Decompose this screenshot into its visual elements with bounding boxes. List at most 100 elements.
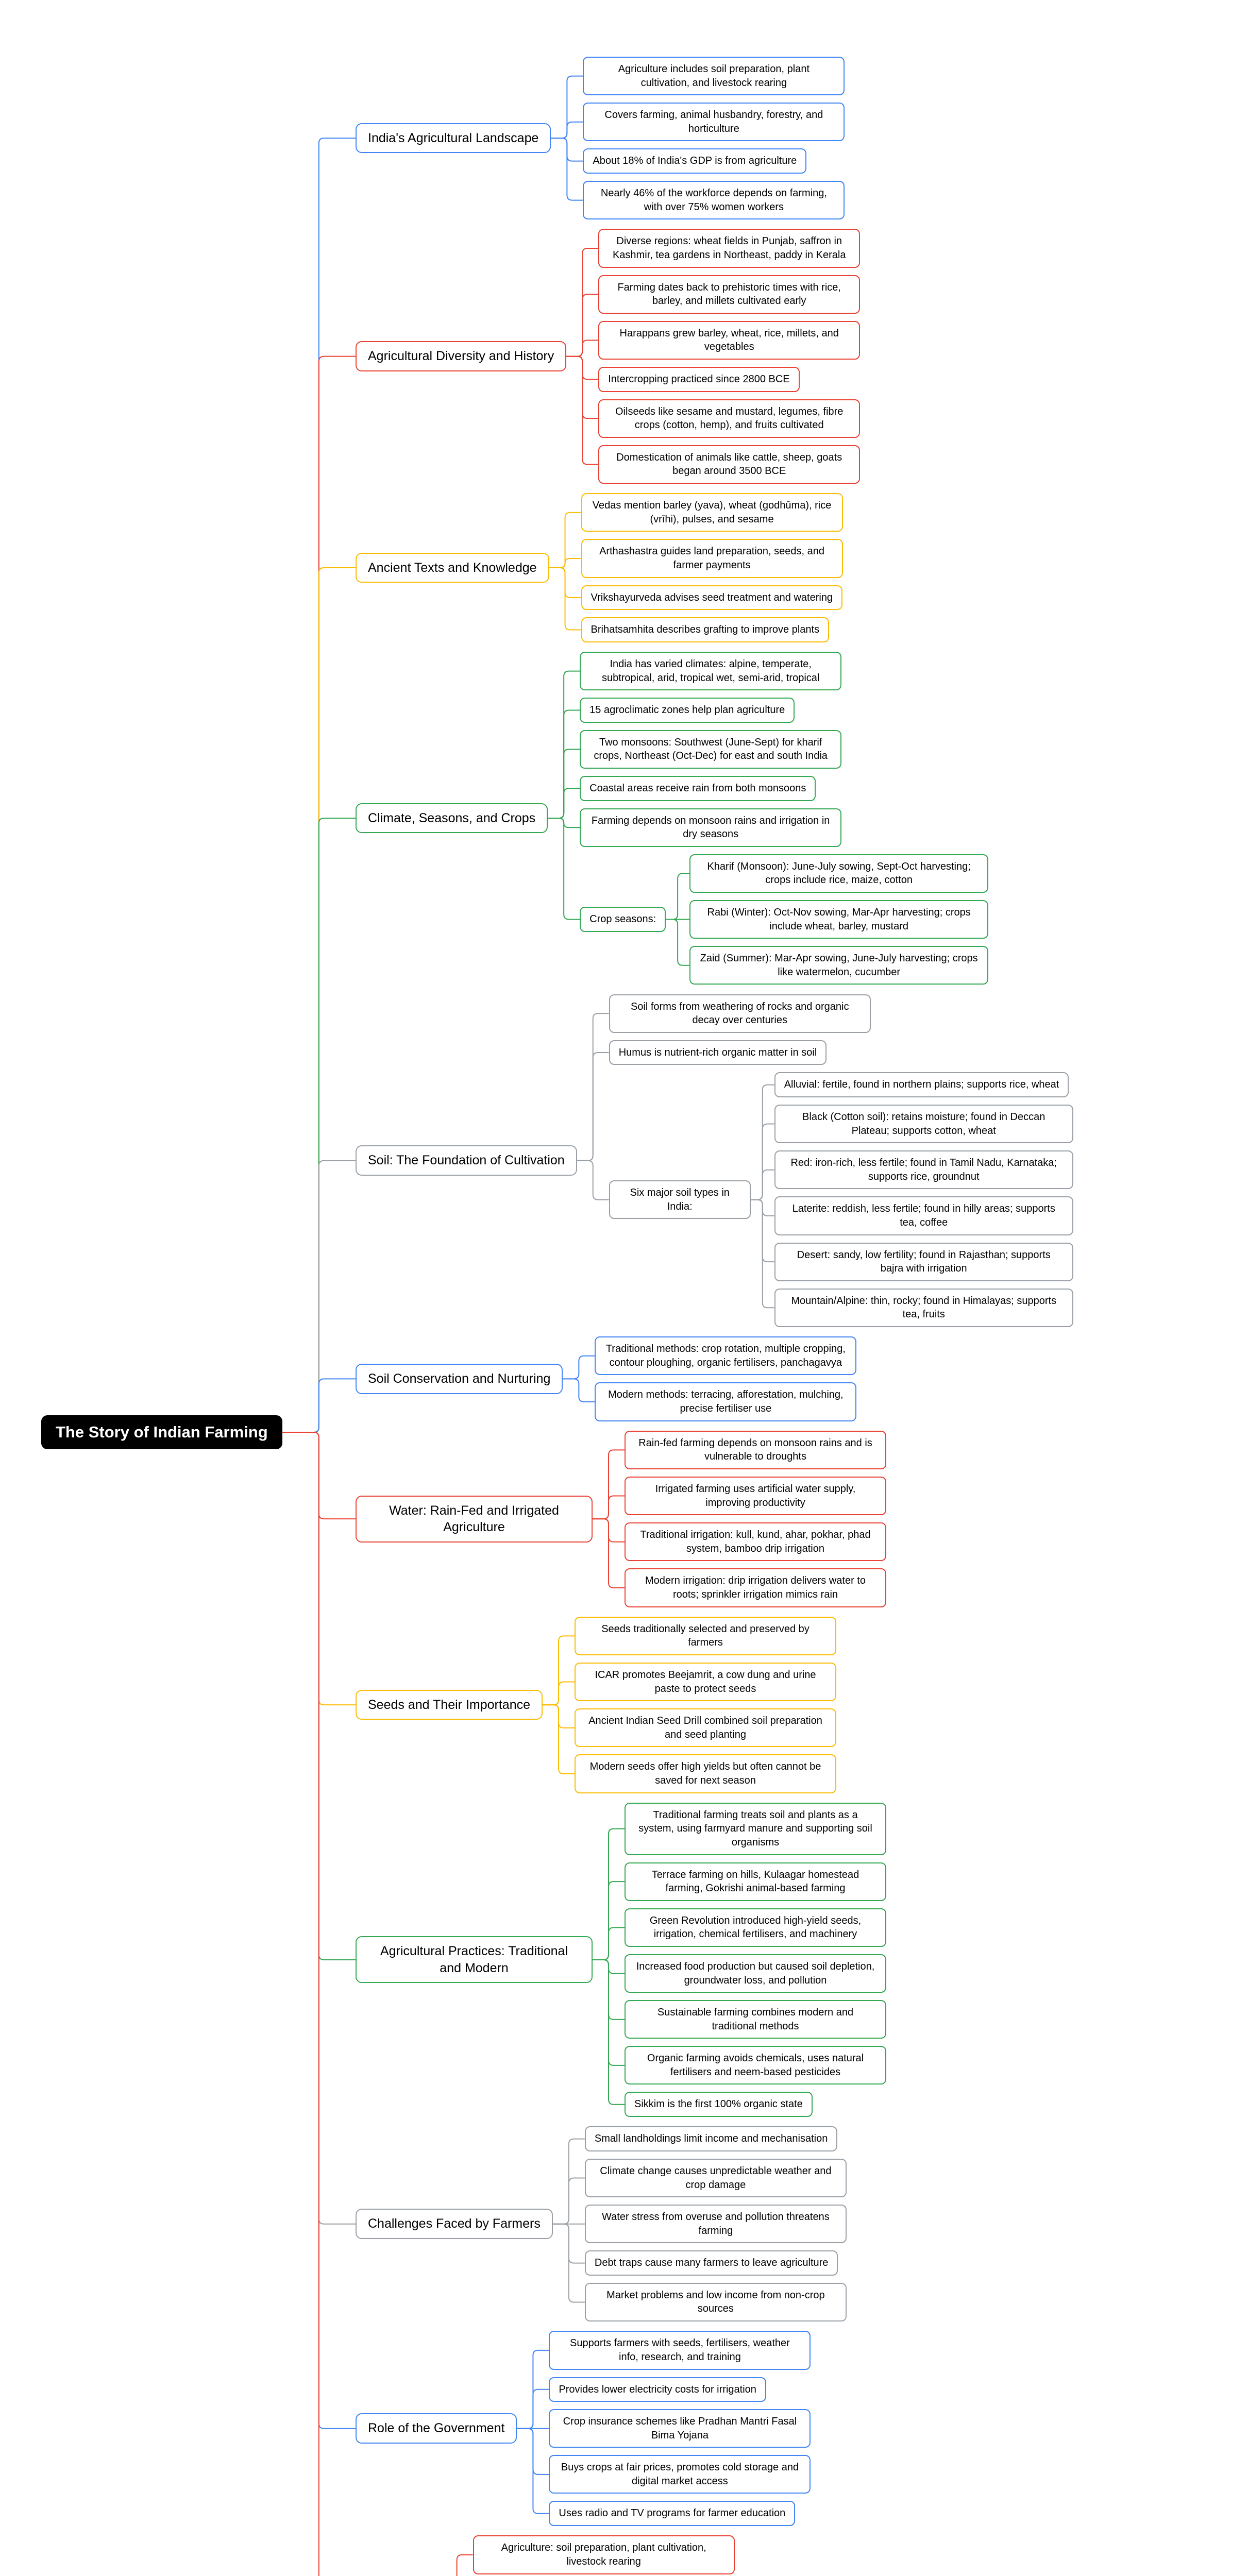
node-brihatsamhita-describes-grafting-to-improve-plan: Brihatsamhita describes grafting to impr… — [581, 617, 830, 642]
node-coastal-areas-receive-rain-from-both-monsoons: Coastal areas receive rain from both mon… — [580, 775, 816, 801]
node-zaid-summer-mar-apr-sowing-june-july-harvesting-: Zaid (Summer): Mar-Apr sowing, June-July… — [689, 946, 989, 985]
node-green-revolution-introduced-high-yield-seeds-irr: Green Revolution introduced high-yield s… — [625, 1908, 886, 1947]
children-of-six-major-soil-types-in-india: Alluvial: fertile, found in northern pla… — [774, 1072, 1073, 1327]
group-challenges-faced-by-farmers: Challenges Faced by Farmers Small landhol… — [356, 2126, 847, 2322]
node-climate-change-causes-unpredictable-weather-and-: Climate change causes unpredictable weat… — [584, 2158, 847, 2198]
node-kharif-monsoon-june-july-sowing-sept-oct-harvest: Kharif (Monsoon): June-July sowing, Sept… — [689, 854, 989, 893]
node-alluvial-fertile-found-in-northern-plains-suppor: Alluvial: fertile, found in northern pla… — [774, 1072, 1069, 1097]
node-crop-seasons: Crop seasons: — [580, 907, 666, 932]
node-crop-insurance-schemes-like-pradhan-mantri-fasal: Crop insurance schemes like Pradhan Mant… — [549, 2409, 811, 2448]
group-india-s-agricultural-landscape: India's Agricultural Landscape Agricultur… — [356, 57, 845, 220]
node-debt-traps-cause-many-farmers-to-leave-agricultu: Debt traps cause many farmers to leave a… — [584, 2250, 838, 2276]
root-node: The Story of Indian Farming — [41, 1415, 282, 1449]
node-agriculture-includes-soil-preparation-plant-cult: Agriculture includes soil preparation, p… — [583, 57, 845, 96]
children-of-india-s-agricultural-landscape: Agriculture includes soil preparation, p… — [583, 57, 845, 220]
children-of-soil-the-foundation-of-cultivation: Soil forms from weathering of rocks and … — [609, 994, 1073, 1327]
node-traditional-irrigation-kull-kund-ahar-pokhar-pha: Traditional irrigation: kull, kund, ahar… — [625, 1522, 886, 1562]
node-sustainable-farming-combines-modern-and-traditio: Sustainable farming combines modern and … — [625, 2000, 886, 2039]
node-mountain-alpine-thin-rocky-found-in-himalayas-su: Mountain/Alpine: thin, rocky; found in H… — [774, 1288, 1073, 1327]
branch-ancient-texts-and-knowledge: Ancient Texts and Knowledge — [356, 552, 549, 583]
branch-water-rain-fed-and-irrigated-agriculture: Water: Rain-Fed and Irrigated Agricultur… — [356, 1495, 593, 1543]
group-key-terms: Key TermsAgriculture: soil preparation, … — [356, 2535, 735, 2576]
node-domestication-of-animals-like-cattle-sheep-goats: Domestication of animals like cattle, sh… — [598, 445, 861, 484]
group-crop-seasons: Crop seasons: Kharif (Monsoon): June-July… — [580, 854, 989, 985]
node-black-cotton-soil-retains-moisture-found-in-decc: Black (Cotton soil): retains moisture; f… — [774, 1104, 1073, 1144]
group-climate-seasons-and-crops: Climate, Seasons, and Crops India has var… — [356, 652, 989, 985]
node-market-problems-and-low-income-from-non-crop-sou: Market problems and low income from non-… — [584, 2282, 847, 2322]
group-soil-conservation-and-nurturing: Soil Conservation and Nurturing Tradition… — [356, 1336, 857, 1421]
node-rain-fed-farming-depends-on-monsoon-rains-and-is: Rain-fed farming depends on monsoon rain… — [625, 1430, 886, 1469]
node-15-agroclimatic-zones-help-plan-agriculture: 15 agroclimatic zones help plan agricult… — [580, 698, 795, 723]
node-six-major-soil-types-in-india: Six major soil types in India: — [609, 1180, 751, 1219]
node-water-stress-from-overuse-and-pollution-threaten: Water stress from overuse and pollution … — [584, 2205, 847, 2244]
node-organic-farming-avoids-chemicals-uses-natural-fe: Organic farming avoids chemicals, uses n… — [625, 2046, 886, 2085]
node-modern-irrigation-drip-irrigation-delivers-water: Modern irrigation: drip irrigation deliv… — [625, 1568, 886, 1607]
children-of-crop-seasons: Kharif (Monsoon): June-July sowing, Sept… — [689, 854, 989, 985]
node-traditional-methods-crop-rotation-multiple-cropp: Traditional methods: crop rotation, mult… — [595, 1336, 857, 1376]
children-of-agricultural-practices-traditional-and-modern: Traditional farming treats soil and plan… — [625, 1802, 886, 2117]
branch-india-s-agricultural-landscape: India's Agricultural Landscape — [356, 123, 551, 154]
children-of-ancient-texts-and-knowledge: Vedas mention barley (yava), wheat (godh… — [581, 493, 843, 642]
node-modern-methods-terracing-afforestation-mulching-: Modern methods: terracing, afforestation… — [595, 1382, 857, 1421]
node-farming-depends-on-monsoon-rains-and-irrigation-: Farming depends on monsoon rains and irr… — [580, 808, 842, 847]
node-oilseeds-like-sesame-and-mustard-legumes-fibre-c: Oilseeds like sesame and mustard, legume… — [598, 399, 861, 438]
branch-seeds-and-their-importance: Seeds and Their Importance — [356, 1689, 543, 1720]
node-desert-sandy-low-fertility-found-in-rajasthan-su: Desert: sandy, low fertility; found in R… — [774, 1242, 1073, 1281]
node-buys-crops-at-fair-prices-promotes-cold-storage-: Buys crops at fair prices, promotes cold… — [549, 2455, 811, 2494]
node-ancient-indian-seed-drill-combined-soil-preparat: Ancient Indian Seed Drill combined soil … — [575, 1708, 837, 1748]
node-covers-farming-animal-husbandry-forestry-and-hor: Covers farming, animal husbandry, forest… — [583, 103, 845, 142]
node-agriculture-soil-preparation-plant-cultivation-l: Agriculture: soil preparation, plant cul… — [473, 2535, 735, 2574]
children-of-water-rain-fed-and-irrigated-agriculture: Rain-fed farming depends on monsoon rain… — [625, 1430, 886, 1607]
node-farming-dates-back-to-prehistoric-times-with-ric: Farming dates back to prehistoric times … — [598, 275, 861, 314]
node-soil-forms-from-weathering-of-rocks-and-organic-: Soil forms from weathering of rocks and … — [609, 994, 871, 1033]
node-humus-is-nutrient-rich-organic-matter-in-soil: Humus is nutrient-rich organic matter in… — [609, 1040, 827, 1065]
node-supports-farmers-with-seeds-fertilisers-weather-: Supports farmers with seeds, fertilisers… — [549, 2331, 811, 2370]
branch-agricultural-practices-traditional-and-modern: Agricultural Practices: Traditional and … — [356, 1936, 593, 1984]
branch-agricultural-diversity-and-history: Agricultural Diversity and History — [356, 341, 567, 371]
group-role-of-the-government: Role of the Government Supports farmers w… — [356, 2331, 811, 2527]
node-vrikshayurveda-advises-seed-treatment-and-wateri: Vrikshayurveda advises seed treatment an… — [581, 585, 843, 611]
children-of-soil-conservation-and-nurturing: Traditional methods: crop rotation, mult… — [595, 1336, 857, 1421]
node-india-has-varied-climates-alpine-temperate-subtr: India has varied climates: alpine, tempe… — [580, 652, 842, 691]
node-harappans-grew-barley-wheat-rice-millets-and-veg: Harappans grew barley, wheat, rice, mill… — [598, 320, 861, 360]
branch-climate-seasons-and-crops: Climate, Seasons, and Crops — [356, 803, 548, 834]
node-terrace-farming-on-hills-kulaagar-homestead-farm: Terrace farming on hills, Kulaagar homes… — [625, 1862, 886, 1901]
node-modern-seeds-offer-high-yields-but-often-cannot-: Modern seeds offer high yields but often… — [575, 1754, 837, 1793]
node-increased-food-production-but-caused-soil-deplet: Increased food production but caused soi… — [625, 1954, 886, 1993]
node-intercropping-practiced-since-2800-bce: Intercropping practiced since 2800 BCE — [598, 366, 800, 392]
branch-challenges-faced-by-farmers: Challenges Faced by Farmers — [356, 2209, 553, 2239]
node-vedas-mention-barley-yava-wheat-godh-ma-rice-vr-: Vedas mention barley (yava), wheat (godh… — [581, 493, 843, 532]
node-about-18-of-india-s-gdp-is-from-agriculture: About 18% of India's GDP is from agricul… — [583, 148, 807, 174]
group-ancient-texts-and-knowledge: Ancient Texts and Knowledge Vedas mention… — [356, 493, 843, 642]
children-of-role-of-the-government: Supports farmers with seeds, fertilisers… — [549, 2331, 811, 2527]
children-of-climate-seasons-and-crops: India has varied climates: alpine, tempe… — [580, 652, 989, 985]
group-agricultural-diversity-and-history: Agricultural Diversity and History Divers… — [356, 229, 861, 484]
node-uses-radio-and-tv-programs-for-farmer-education: Uses radio and TV programs for farmer ed… — [549, 2501, 796, 2527]
node-arthashastra-guides-land-preparation-seeds-and-f: Arthashastra guides land preparation, se… — [581, 539, 843, 578]
children-of-challenges-faced-by-farmers: Small landholdings limit income and mech… — [584, 2126, 847, 2322]
node-nearly-46-of-the-workforce-depends-on-farming-wi: Nearly 46% of the workforce depends on f… — [583, 180, 845, 220]
node-provides-lower-electricity-costs-for-irrigation: Provides lower electricity costs for irr… — [549, 2377, 766, 2402]
node-red-iron-rich-less-fertile-found-in-tamil-nadu-k: Red: iron-rich, less fertile; found in T… — [774, 1150, 1073, 1190]
branch-role-of-the-government: Role of the Government — [356, 2413, 517, 2444]
node-sikkim-is-the-first-100-organic-state: Sikkim is the first 100% organic state — [625, 2092, 813, 2117]
node-diverse-regions-wheat-fields-in-punjab-saffron-i: Diverse regions: wheat fields in Punjab,… — [598, 229, 861, 268]
group-six-major-soil-types-in-india: Six major soil types in India: Alluvial: … — [609, 1072, 1073, 1327]
children-of-agricultural-diversity-and-history: Diverse regions: wheat fields in Punjab,… — [598, 229, 861, 484]
node-icar-promotes-beejamrit-a-cow-dung-and-urine-pas: ICAR promotes Beejamrit, a cow dung and … — [575, 1662, 837, 1702]
node-irrigated-farming-uses-artificial-water-supply-i: Irrigated farming uses artificial water … — [625, 1476, 886, 1516]
group-seeds-and-their-importance: Seeds and Their Importance Seeds traditio… — [356, 1616, 837, 1793]
node-seeds-traditionally-selected-and-preserved-by-fa: Seeds traditionally selected and preserv… — [575, 1616, 837, 1655]
node-two-monsoons-southwest-june-sept-for-kharif-crop: Two monsoons: Southwest (June-Sept) for … — [580, 730, 842, 769]
group-agricultural-practices-traditional-and-modern: Agricultural Practices: Traditional and … — [356, 1802, 886, 2117]
group-soil-the-foundation-of-cultivation: Soil: The Foundation of Cultivation Soil … — [356, 994, 1073, 1327]
node-rabi-winter-oct-nov-sowing-mar-apr-harvesting-cr: Rabi (Winter): Oct-Nov sowing, Mar-Apr h… — [689, 900, 989, 939]
branch-soil-the-foundation-of-cultivation: Soil: The Foundation of Cultivation — [356, 1145, 577, 1176]
group-water-rain-fed-and-irrigated-agriculture: Water: Rain-Fed and Irrigated Agricultur… — [356, 1430, 886, 1607]
branch-soil-conservation-and-nurturing: Soil Conservation and Nurturing — [356, 1364, 563, 1394]
children-of-seeds-and-their-importance: Seeds traditionally selected and preserv… — [575, 1616, 837, 1793]
node-laterite-reddish-less-fertile-found-in-hilly-are: Laterite: reddish, less fertile; found i… — [774, 1196, 1073, 1235]
children-of-key-terms: Agriculture: soil preparation, plant cul… — [473, 2535, 735, 2576]
